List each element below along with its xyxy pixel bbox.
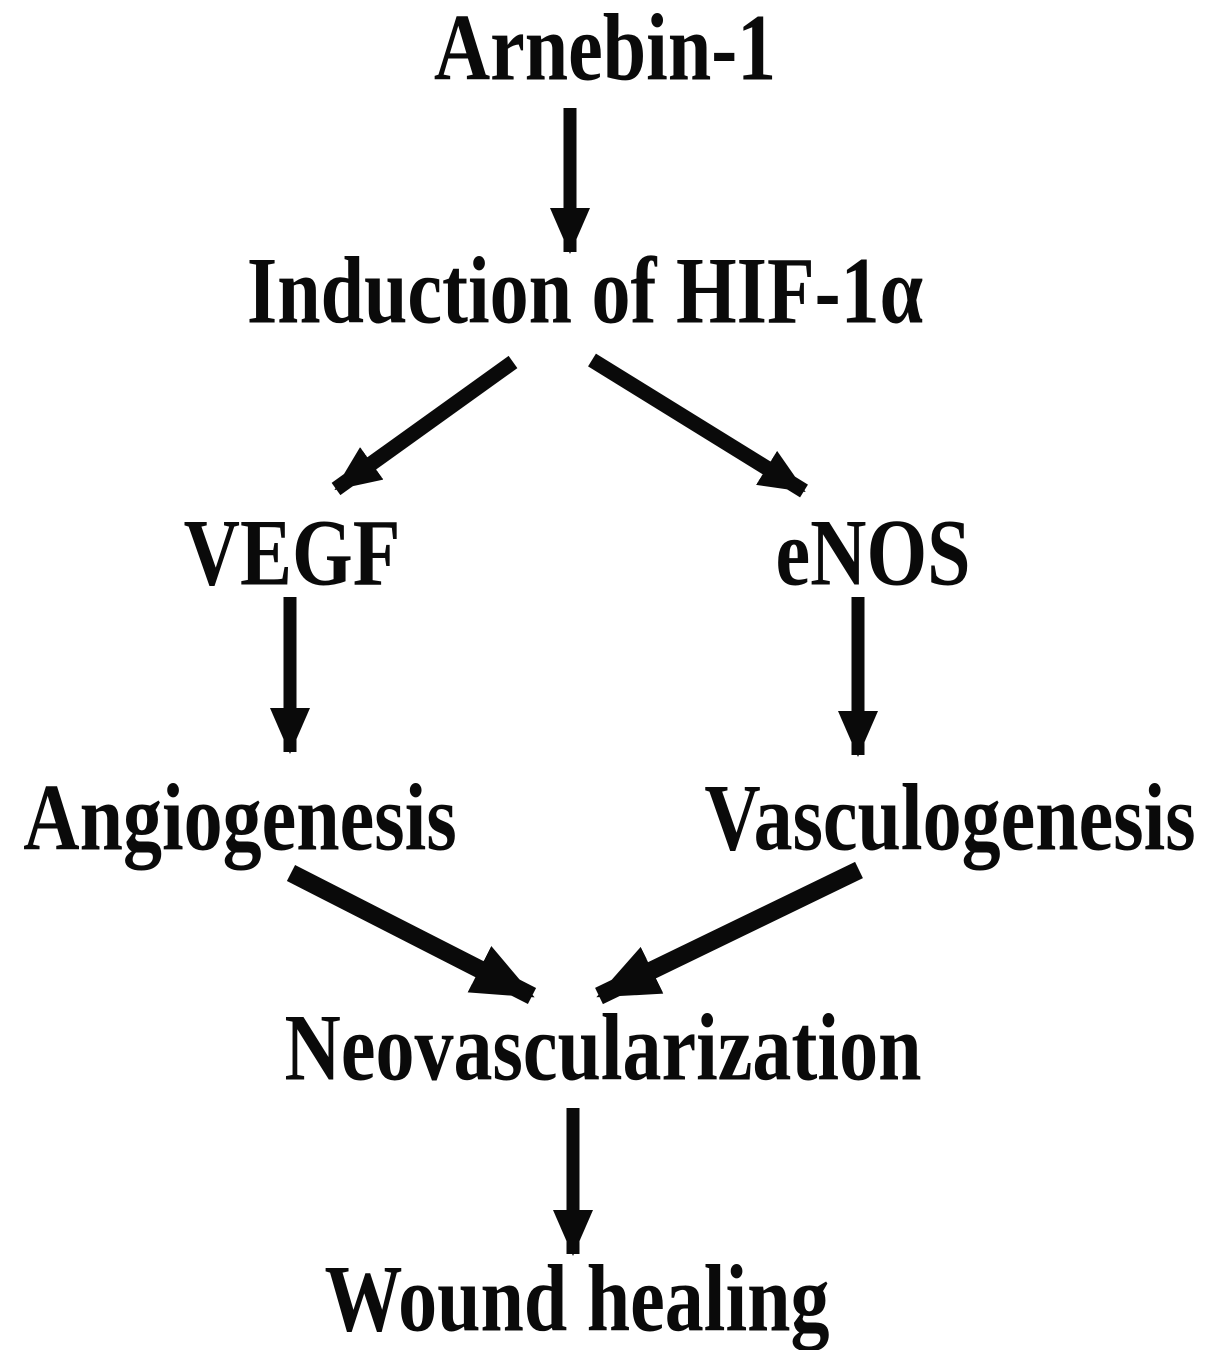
node-angiogenesis: Angiogenesis (23, 764, 457, 871)
edge-hif1a-to-enos-arrow (588, 353, 808, 498)
node-wound-healing: Wound healing (324, 1245, 830, 1350)
node-induction-of-hif-1a: Induction of HIF-1α (246, 237, 924, 344)
node-enos: eNOS (775, 499, 971, 606)
node-arnebin-1: Arnebin-1 (433, 0, 777, 101)
node-vegf: VEGF (183, 499, 401, 606)
edge-hif1a-to-vegf-arrow (331, 355, 518, 496)
node-vasculogenesis: Vasculogenesis (704, 764, 1196, 871)
edge-vasculogenesis-to-neovascularization-arrow (595, 861, 863, 1005)
node-neovascularization: Neovascularization (284, 994, 922, 1101)
edge-angiogenesis-to-neovascularization-arrow (286, 864, 537, 1005)
